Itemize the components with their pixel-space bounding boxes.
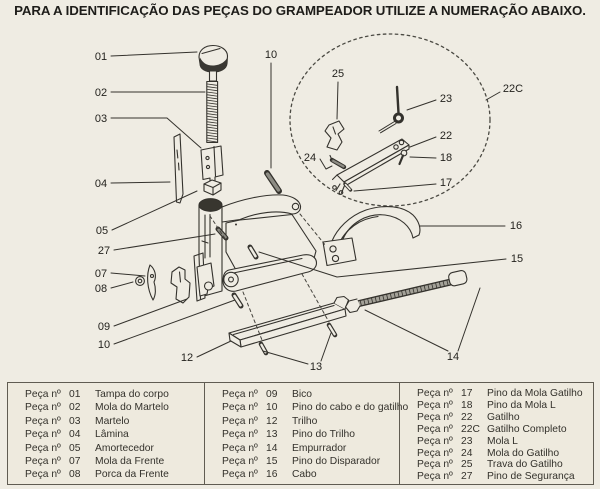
- part-pusher: [344, 269, 468, 314]
- page-title: PARA A IDENTIFICAÇÃO DAS PEÇAS DO GRAMPE…: [14, 3, 586, 18]
- detail-circle: [289, 33, 491, 207]
- leader-line: [110, 272, 146, 277]
- part-number-label: 03: [95, 113, 107, 125]
- part-number-label: 10: [98, 339, 110, 351]
- part-number-label: 09: [98, 321, 110, 333]
- leader-line: [110, 181, 171, 184]
- part-number-label: 14: [447, 351, 459, 363]
- part-number-label: 01: [95, 51, 107, 63]
- leader-line: [364, 309, 449, 352]
- part-nose: [170, 266, 191, 304]
- part-body-cap: [198, 44, 229, 82]
- part-number-label: 22: [440, 130, 452, 142]
- leader-line: [110, 117, 202, 149]
- leader-line: [196, 340, 232, 358]
- part-l-spring: [378, 85, 404, 134]
- alignment-dashes: [209, 213, 330, 341]
- leader-line: [336, 81, 339, 120]
- part-number-label: 27: [98, 245, 110, 257]
- part-trigger-latch: [324, 120, 345, 151]
- leader-line: [110, 281, 134, 289]
- part-number-label: 12: [181, 352, 193, 364]
- part-number-label: 22C: [503, 83, 523, 95]
- part-hammer-spring: [206, 80, 219, 144]
- part-front-spring: [147, 264, 156, 301]
- part-l-spring-pin: [398, 149, 408, 166]
- part-handle: [322, 206, 421, 267]
- part-number-label: 15: [511, 253, 523, 265]
- leader-line: [409, 136, 437, 148]
- part-number-label: 18: [440, 152, 452, 164]
- part-blade: [173, 133, 184, 204]
- leader-line: [409, 156, 437, 159]
- stapler-body: [198, 194, 318, 297]
- part-number-label: 08: [95, 283, 107, 295]
- leader-line: [457, 287, 481, 352]
- leader-line: [113, 233, 216, 251]
- leader-line: [111, 190, 198, 231]
- part-front-nut: [135, 276, 145, 286]
- part-number-label: 16: [510, 220, 522, 232]
- part-trigger-spring: [329, 154, 347, 170]
- part-number-label: 17: [440, 177, 452, 189]
- part-trigger-spring-pins: [343, 182, 353, 192]
- part-number-label: 04: [95, 178, 107, 190]
- leader-line: [110, 51, 198, 57]
- part-number-label: 07: [95, 268, 107, 280]
- part-number-label: 02: [95, 87, 107, 99]
- part-number-label: 25: [332, 68, 344, 80]
- leader-line: [113, 299, 236, 345]
- part-number-label: 24: [304, 152, 316, 164]
- leader-line: [485, 91, 501, 101]
- part-number-label: 23: [440, 93, 452, 105]
- leader-line: [353, 183, 437, 192]
- part-hammer: [200, 145, 224, 190]
- leader-line: [320, 332, 332, 362]
- callout-labels: 01 02 03 04 05 27 07 08 09 10 12 13 10 25 23 22C 22 18 24 1…: [95, 49, 523, 373]
- part-rail: [228, 295, 350, 348]
- part-number-label: 10: [265, 49, 277, 61]
- part-damper: [203, 179, 222, 196]
- leader-line: [262, 350, 309, 365]
- leader-line: [258, 251, 507, 278]
- part-number-label: 13: [310, 361, 322, 373]
- leader-line: [319, 158, 333, 170]
- front-assembly: [193, 252, 215, 302]
- leader-line: [113, 298, 188, 327]
- part-number-label: 05: [96, 225, 108, 237]
- leader-line: [406, 99, 437, 111]
